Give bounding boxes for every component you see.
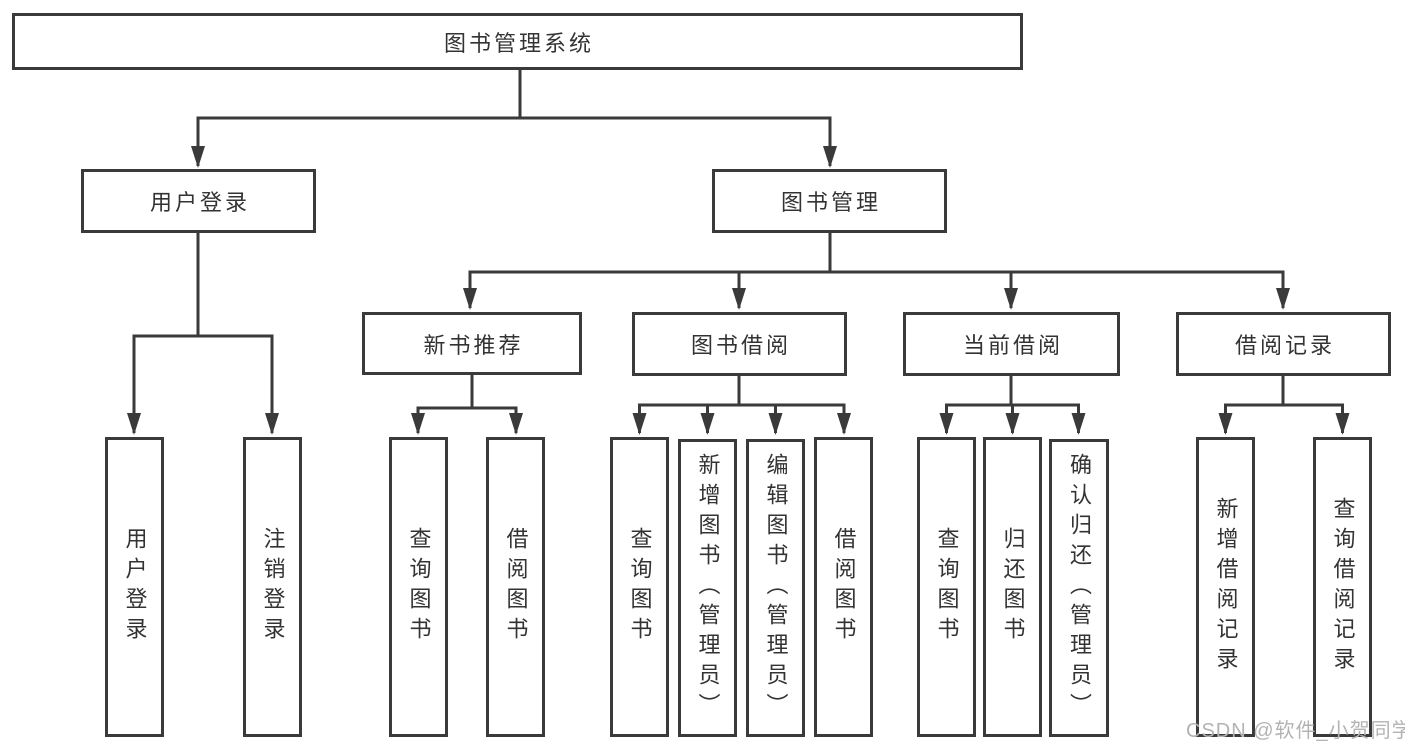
node-book-borrowing: 图书借阅 [632, 312, 847, 376]
leaf-add-book-admin: 新增图书（管理员） [678, 439, 737, 737]
leaf-logout: 注销登录 [243, 437, 302, 737]
leaf-user-login: 用户登录 [105, 437, 164, 737]
leaf-borrow-books-recommend: 借阅图书 [486, 437, 545, 737]
connector-group [127, 70, 1350, 435]
leaf-return-books: 归还图书 [983, 437, 1042, 737]
leaf-add-borrow-record: 新增借阅记录 [1196, 437, 1255, 737]
node-user-login: 用户登录 [81, 169, 316, 233]
csdn-watermark: CSDN @软件_小贺同学 [1186, 720, 1405, 742]
leaf-confirm-return-admin: 确认归还（管理员） [1049, 439, 1109, 737]
leaf-query-books-current: 查询图书 [917, 437, 976, 737]
node-borrow-records: 借阅记录 [1176, 312, 1391, 376]
node-new-book-recommend: 新书推荐 [362, 312, 582, 375]
leaf-edit-book-admin: 编辑图书（管理员） [746, 439, 805, 737]
leaf-query-books-recommend: 查询图书 [389, 437, 448, 737]
node-current-borrowing: 当前借阅 [903, 312, 1120, 376]
node-library-management-system: 图书管理系统 [12, 13, 1023, 70]
leaf-query-books-borrowing: 查询图书 [610, 437, 669, 737]
leaf-query-borrow-record: 查询借阅记录 [1313, 437, 1372, 737]
node-book-management: 图书管理 [712, 169, 947, 233]
leaf-borrow-books: 借阅图书 [814, 437, 873, 737]
